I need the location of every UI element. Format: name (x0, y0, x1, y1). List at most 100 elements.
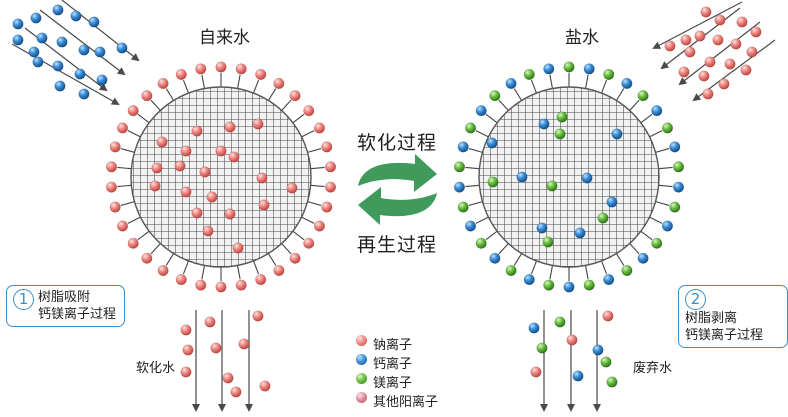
resin-site-line (120, 148, 135, 153)
resin-site-line (267, 88, 277, 101)
calcium-ion (56, 36, 68, 48)
sodium-ion (324, 181, 337, 193)
calcium-ion (603, 273, 615, 286)
calcium-ion (12, 34, 24, 46)
sodium-ion (127, 105, 139, 117)
resin-site-line (137, 230, 150, 241)
sodium-ion (235, 279, 247, 291)
resin-site-line (549, 265, 554, 280)
calcium-ion (669, 141, 681, 153)
calcium-ion (606, 196, 618, 208)
sodium-ion (180, 145, 192, 157)
resin-site-line (584, 265, 589, 280)
magnesium-ion (475, 237, 487, 249)
label-regeneration-process: 再生过程 (357, 234, 438, 256)
magnesium-ion (554, 128, 566, 140)
sodium-ion (255, 68, 267, 81)
sodium-ion (664, 40, 676, 52)
calcium-ion (505, 77, 517, 90)
sodium-ion (195, 63, 207, 75)
sodium-ion (321, 141, 333, 153)
magnesium-ion (546, 180, 558, 192)
sodium-ion (736, 16, 748, 28)
resin-site-line (120, 201, 135, 206)
resin-site-line (530, 260, 538, 275)
resin-site-line (468, 148, 483, 153)
resin-site-line (475, 216, 489, 224)
sodium-ion (259, 380, 271, 392)
resin-site-line (307, 201, 322, 206)
magnesium-ion (489, 90, 501, 102)
sodium-ion (204, 316, 216, 328)
calcium-ion (574, 227, 586, 239)
calcium-ion (489, 252, 501, 264)
resin-site-line (530, 79, 538, 94)
calcium-ion (581, 172, 593, 184)
sodium-ion (303, 105, 315, 117)
calcium-ion (661, 220, 674, 232)
resin-site-line (513, 88, 523, 101)
magnesium-ion (637, 90, 649, 102)
sodium-ion (704, 56, 716, 68)
legend-sodium-label: 钠离子 (373, 338, 413, 353)
calcium-ion-icon (356, 354, 367, 365)
resin-site-line (292, 113, 305, 124)
magnesium-ion (487, 176, 499, 188)
magnesium-ion (543, 279, 555, 291)
resin-site-line (117, 166, 132, 170)
sodium-ion (232, 242, 244, 254)
sodium-ion (191, 207, 203, 219)
resin-site-line (615, 88, 625, 101)
calcium-ion (70, 10, 82, 22)
resin-site-line (281, 99, 292, 111)
sodium-ion (273, 77, 285, 90)
sodium-ion (303, 237, 315, 249)
sodium-ion (746, 46, 758, 58)
magnesium-ion (556, 111, 568, 123)
sodium-ion (698, 70, 710, 82)
resin-site-line (307, 148, 322, 153)
calcium-ion (30, 12, 42, 24)
calcium-ion (78, 44, 90, 56)
calcium-ion (54, 80, 66, 92)
sodium-ion (222, 372, 234, 384)
resin-site-line (201, 74, 206, 89)
calcium-ion (28, 46, 40, 58)
label-softening-process: 软化过程 (357, 132, 438, 154)
magnesium-ion (672, 161, 685, 173)
calcium-ion (528, 322, 540, 334)
sodium-ion (718, 78, 730, 90)
resin-site-line (600, 79, 608, 94)
sodium-ion (116, 220, 129, 232)
calcium-ion (94, 46, 106, 58)
calcium-ion (592, 344, 604, 356)
resin-site-line (658, 166, 673, 170)
sodium-ion (180, 324, 192, 336)
incoming-brine-arrows (652, 1, 776, 102)
resin-site-line (498, 243, 509, 255)
magnesium-ion (606, 376, 618, 388)
calcium-ion (464, 220, 477, 232)
sodium-ion (678, 66, 690, 78)
label-waste-water: 废弃水 (633, 361, 673, 376)
sodium-ion (174, 160, 186, 172)
incoming-water-arrows (11, 0, 140, 105)
resin-site-line (465, 166, 480, 170)
calcium-ion (651, 105, 663, 117)
legend-other-label: 其他阳离子 (373, 395, 439, 410)
resin-site-line (150, 243, 161, 255)
magnesium-ion (457, 201, 469, 213)
resin-site-line (252, 79, 260, 94)
sodium-ion (289, 90, 301, 102)
magnesium-ion (651, 237, 663, 249)
resin-site-line (498, 99, 509, 111)
sodium-ion (724, 58, 736, 70)
resin-site-line (127, 216, 141, 224)
sodium-ion (252, 310, 264, 322)
resin-site-line (292, 230, 305, 241)
sodium-ion (141, 90, 153, 102)
title-tap-water: 自来水 (199, 28, 250, 48)
sodium-ion (215, 281, 227, 293)
sodium-ion (252, 118, 264, 130)
sodium-ion (680, 34, 692, 46)
